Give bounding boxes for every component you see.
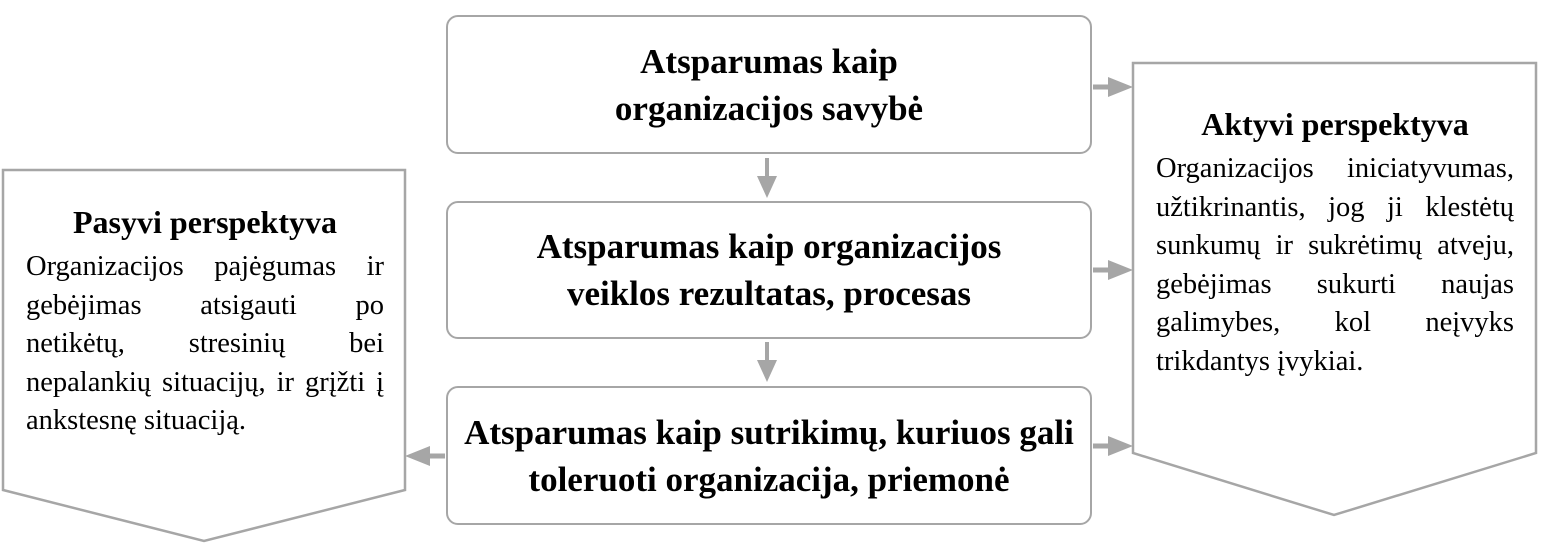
arrow-down-1-icon <box>757 158 777 198</box>
left-panel-title: Pasyvi perspektyva <box>73 204 337 240</box>
center-box-property-text: Atsparumas kaip organizacijos savybė <box>614 41 924 128</box>
center-box-process-text: Atsparumas kaip organizacijos veiklos re… <box>536 227 1002 313</box>
right-panel-body: Organizacijos iniciatyvumas, užtikrinant… <box>1156 153 1514 377</box>
arrow-left-icon <box>405 446 445 466</box>
right-panel-shape <box>1131 61 1538 517</box>
arrow-right-3-icon <box>1093 436 1133 456</box>
right-panel-title: Aktyvi perspektyva <box>1201 106 1469 142</box>
left-panel-shape <box>1 168 407 543</box>
center-box-tool: Atsparumas kaip sutrikimų, kuriuos gali … <box>446 386 1092 525</box>
center-box-property: Atsparumas kaip organizacijos savybė <box>446 15 1092 154</box>
center-box-tool-text: Atsparumas kaip sutrikimų, kuriuos gali … <box>464 412 1074 499</box>
left-panel-body: Organizacijos pajėgumas ir gebėjimas ats… <box>26 251 384 436</box>
right-panel-active: Aktyvi perspektyva Organizacijos iniciat… <box>1156 104 1514 381</box>
left-panel-passive: Pasyvi perspektyva Organizacijos pajėgum… <box>26 202 384 441</box>
arrow-right-2-icon <box>1093 260 1133 280</box>
center-box-process: Atsparumas kaip organizacijos veiklos re… <box>446 201 1092 339</box>
arrow-down-2-icon <box>757 342 777 382</box>
arrow-right-1-icon <box>1093 77 1133 97</box>
